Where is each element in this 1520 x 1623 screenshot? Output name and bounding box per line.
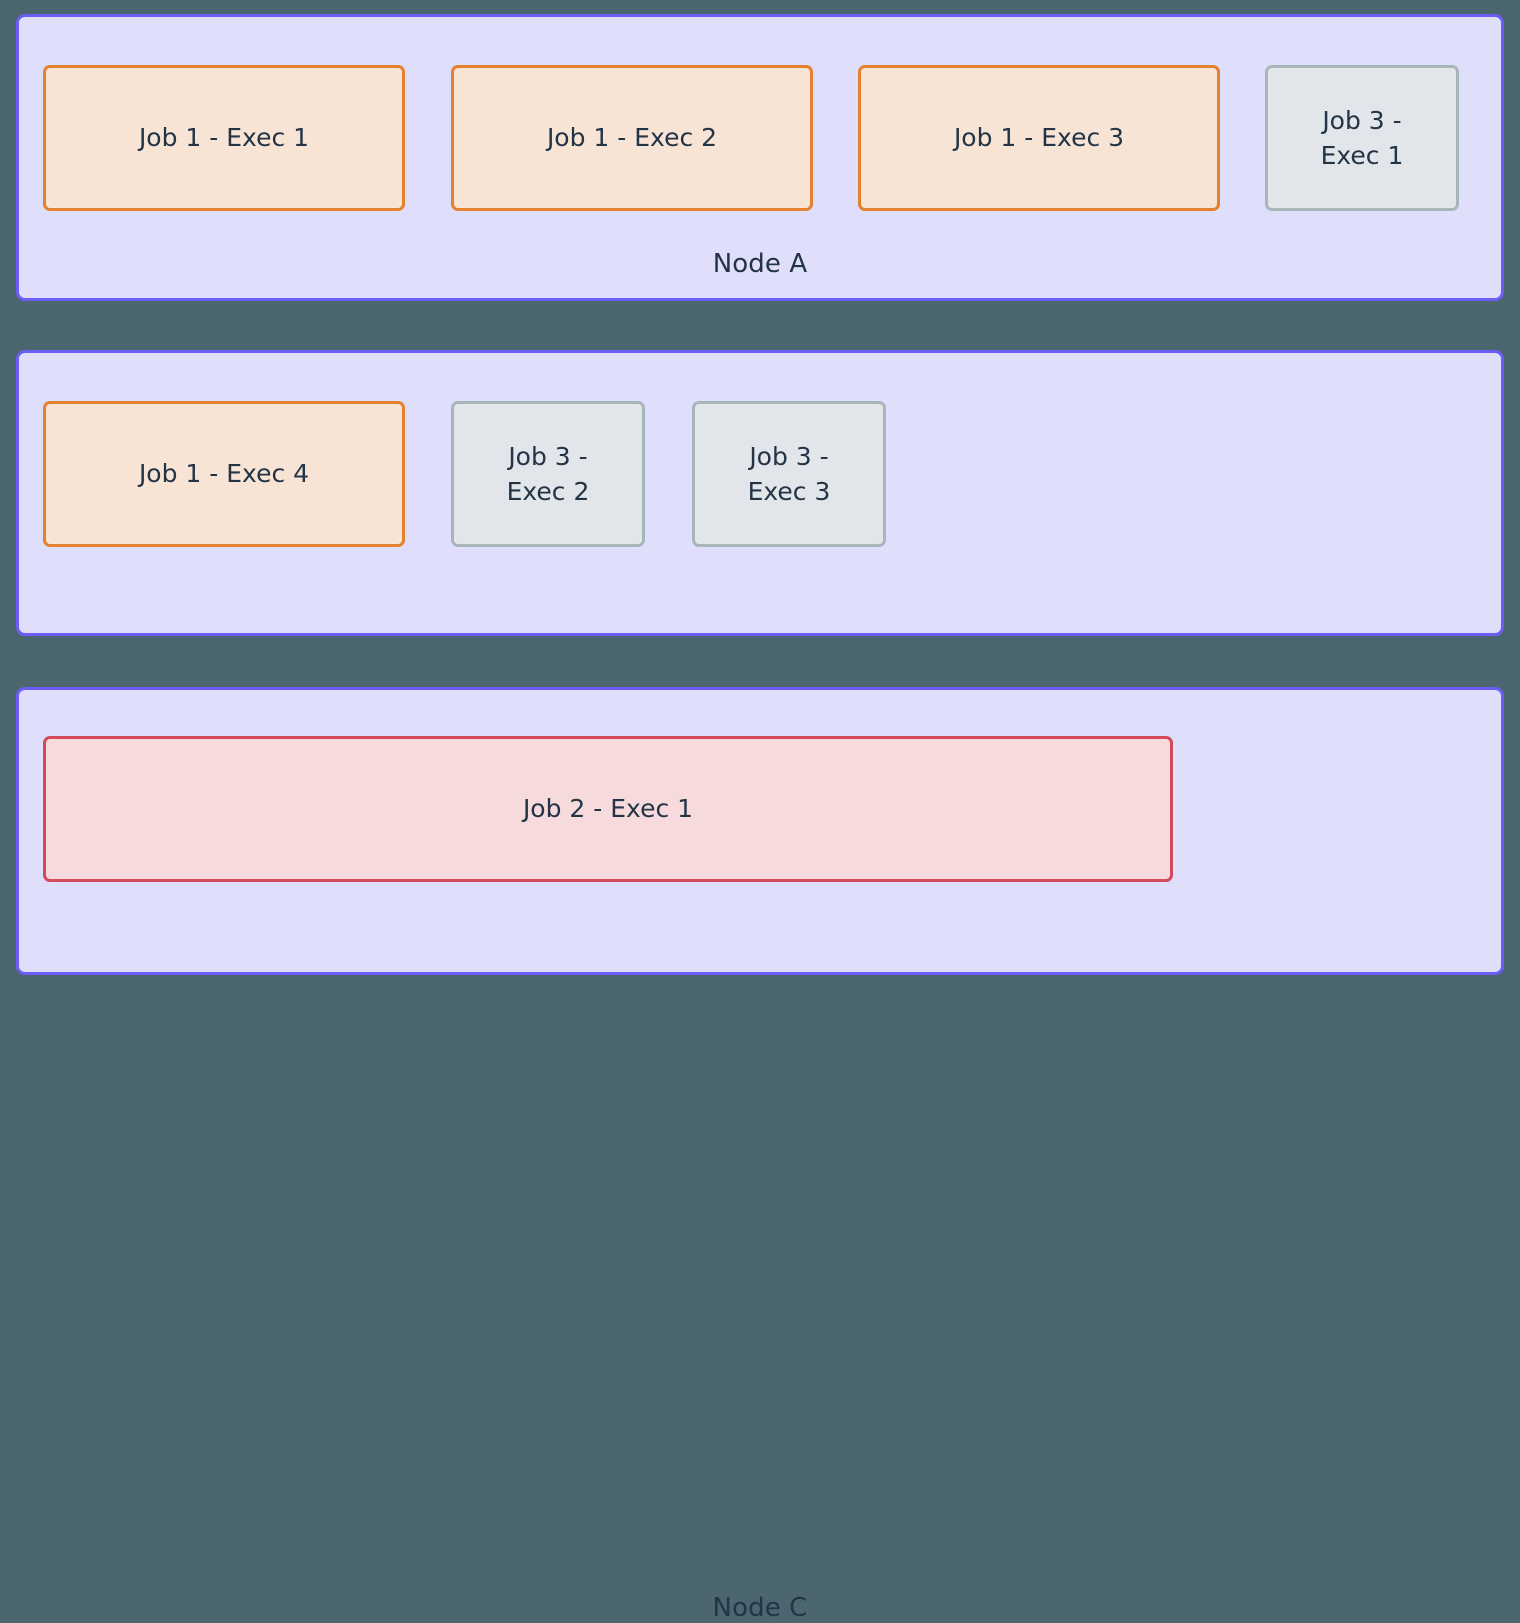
executor-box-job1-exec3[interactable]: Job 1 - Exec 3 (858, 65, 1220, 211)
executor-box-job1-exec2[interactable]: Job 1 - Exec 2 (451, 65, 813, 211)
cluster-allocation-diagram: Job 1 - Exec 1 Job 1 - Exec 2 Job 1 - Ex… (16, 14, 1504, 1623)
executor-box-job1-exec4[interactable]: Job 1 - Exec 4 (43, 401, 405, 547)
node-container-a[interactable]: Job 1 - Exec 1 Job 1 - Exec 2 Job 1 - Ex… (16, 14, 1504, 301)
node-container-b[interactable]: Job 1 - Exec 4 Job 3 - Exec 2 Job 3 - Ex… (16, 350, 1504, 951)
executor-box-job3-exec3[interactable]: Job 3 - Exec 3 (692, 401, 886, 547)
node-container-c[interactable]: Job 2 - Exec 1 Node C (16, 687, 1504, 1623)
executor-box-job3-exec1[interactable]: Job 3 - Exec 1 (1265, 65, 1459, 211)
executor-box-job2-exec1[interactable]: Job 2 - Exec 1 (43, 736, 1173, 882)
executor-box-job3-exec2[interactable]: Job 3 - Exec 2 (451, 401, 645, 547)
node-label-a: Node A (712, 249, 808, 279)
node-label-c: Node C (712, 1593, 808, 1623)
executor-box-job1-exec1[interactable]: Job 1 - Exec 1 (43, 65, 405, 211)
